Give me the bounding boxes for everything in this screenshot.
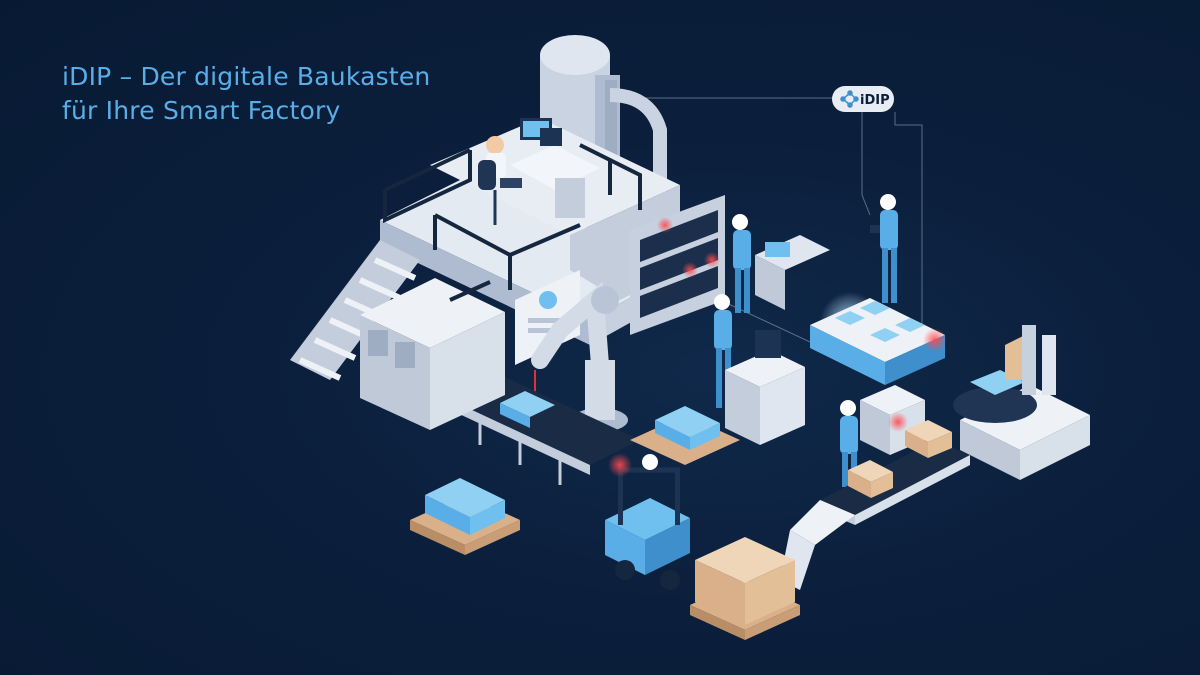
processing-machine — [360, 278, 505, 430]
platform-railings — [383, 143, 642, 290]
headline-line-2: für Ihre Smart Factory — [62, 96, 341, 125]
worker-at-shelf — [732, 214, 751, 313]
terminal-station — [725, 330, 805, 445]
pallet-blue-goods-center — [630, 406, 740, 465]
seated-worker — [478, 136, 522, 225]
forklift — [605, 453, 690, 590]
robot-arm — [531, 281, 628, 432]
rotary-table — [953, 325, 1090, 480]
agv-transport-vehicle — [810, 292, 947, 385]
idip-badge: iDIP — [832, 86, 894, 112]
worker-with-tablet — [870, 194, 898, 303]
pallet-blue-goods-left — [410, 478, 520, 555]
dashboard-display — [515, 270, 580, 365]
page-headline: iDIP – Der digitale Baukasten für Ihre S… — [62, 60, 430, 128]
network-nodes-icon — [840, 90, 859, 108]
packaging-conveyor — [780, 440, 970, 590]
cardboard-boxes — [848, 420, 952, 498]
silo-tank — [540, 35, 667, 180]
storage-shelves — [630, 195, 725, 335]
headline-line-1: iDIP – Der digitale Baukasten — [62, 62, 431, 91]
control-desk — [510, 118, 600, 218]
idip-badge-label: iDIP — [860, 93, 890, 108]
cardboard-pallet-stack — [690, 537, 800, 640]
control-console — [755, 235, 830, 310]
